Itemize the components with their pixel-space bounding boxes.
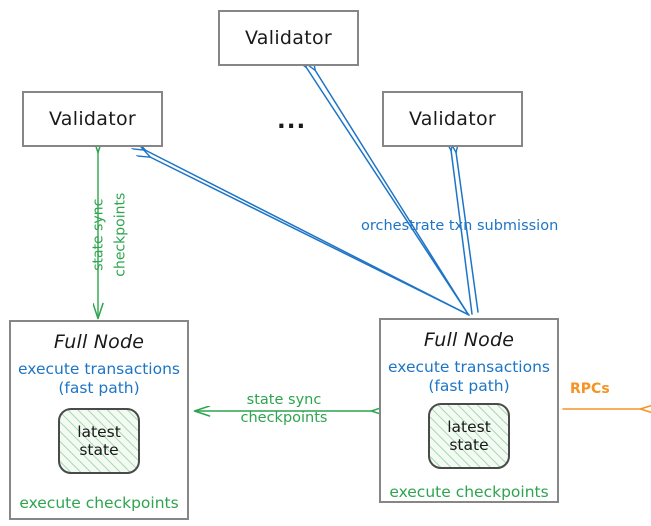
validator-left-label: Validator	[48, 108, 136, 130]
label-state-sync-vertical-line2: checkpoints	[112, 193, 129, 277]
validator-node-right[interactable]: Validator	[382, 91, 523, 147]
label-orchestrate-txn-submission: orchestrate txn submission	[361, 218, 559, 234]
fullnode-right-state-line1: latest	[447, 417, 491, 436]
label-rpcs: RPCs	[570, 381, 610, 397]
fullnode-left[interactable]: Full Node execute transactions (fast pat…	[9, 320, 189, 520]
fullnode-left-title: Full Node	[53, 331, 145, 353]
fullnode-right-latest-state: latest state	[428, 402, 510, 469]
validators-ellipsis: ...	[277, 108, 307, 134]
fullnode-right-fastpath-line1: execute transactions	[387, 358, 551, 376]
fullnode-left-fastpath-line1: execute transactions	[17, 360, 181, 378]
label-checkpoints-vertical: checkpoints	[76, 193, 166, 277]
fullnode-right-state-line2: state	[449, 435, 489, 454]
fullnode-right-fastpath-note: execute transactions (fast path)	[388, 358, 550, 396]
label-state-sync-center-line1: state sync	[246, 392, 322, 408]
label-state-sync-center: state sync checkpoints	[226, 391, 342, 427]
fullnode-left-checkpoints-note: execute checkpoints	[19, 493, 179, 512]
fullnode-left-latest-state: latest state	[58, 407, 140, 474]
fullnode-left-state-line2: state	[79, 440, 119, 459]
fullnode-right[interactable]: Full Node execute transactions (fast pat…	[379, 318, 559, 503]
validator-top-label: Validator	[244, 27, 332, 49]
fullnode-left-fastpath-line2: (fast path)	[58, 378, 140, 397]
validator-right-label: Validator	[408, 108, 496, 130]
fullnode-right-checkpoints-note: execute checkpoints	[389, 482, 549, 501]
fullnode-left-state-line1: latest	[77, 422, 121, 441]
fullnode-left-fastpath-note: execute transactions (fast path)	[18, 360, 180, 398]
fullnode-right-fastpath-line2: (fast path)	[428, 376, 510, 395]
fullnode-right-title: Full Node	[423, 329, 515, 351]
validator-node-left[interactable]: Validator	[22, 91, 163, 147]
validator-node-top[interactable]: Validator	[218, 10, 359, 66]
label-state-sync-center-line2: checkpoints	[240, 410, 328, 427]
